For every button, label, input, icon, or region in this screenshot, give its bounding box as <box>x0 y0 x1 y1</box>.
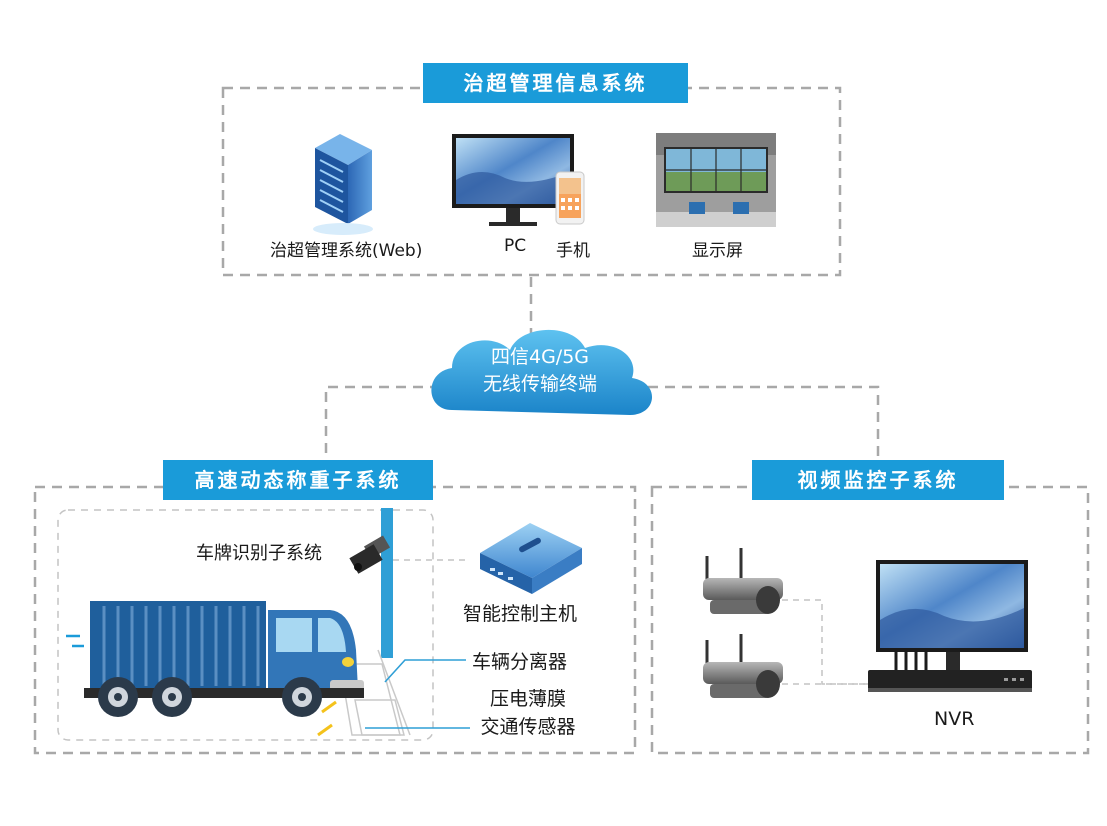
weighing-system-title: 高速动态称重子系统 <box>163 460 433 500</box>
monitor-icon <box>452 134 574 226</box>
network-line-2: 无线传输终端 <box>482 373 597 395</box>
network-terminal-label: 四信4G/5G 无线传输终端 <box>440 344 640 398</box>
phone-label: 手机 <box>556 241 590 261</box>
video-system-frame <box>650 485 1090 755</box>
bullet-camera-icon-1 <box>703 548 783 614</box>
cloud-icon <box>431 329 653 415</box>
smartphone-icon <box>555 171 585 225</box>
pc-label: PC <box>504 236 527 256</box>
callout-lines <box>365 659 470 729</box>
truck-icon <box>66 601 364 717</box>
sensor-hints <box>317 700 337 737</box>
road-sensor-lanes <box>339 649 411 736</box>
network-line-1: 四信4G/5G <box>490 346 590 368</box>
top-system-title: 治超管理信息系统 <box>423 63 688 103</box>
nvr-monitor-icon <box>876 560 1028 670</box>
server-icon <box>313 134 373 235</box>
camera-pole <box>381 508 393 658</box>
sensor-label-line-1: 压电薄膜 <box>489 688 566 710</box>
video-link-lines <box>782 599 870 685</box>
truck-wheels <box>98 677 322 717</box>
display-label: 显示屏 <box>692 241 743 261</box>
weighing-system-frame <box>33 485 637 755</box>
video-wall-icon <box>656 133 776 227</box>
plate-recognition-label: 车牌识别子系统 <box>196 543 322 564</box>
web-system-label: 治超管理系统(Web) <box>270 241 423 261</box>
sensor-label: 压电薄膜 交通传感器 <box>468 685 588 741</box>
plate-camera-icon <box>349 535 391 574</box>
network-lines <box>324 277 880 460</box>
nvr-device-icon <box>868 648 1032 692</box>
controller-host-icon <box>480 523 582 594</box>
bullet-camera-icon-2 <box>703 634 783 698</box>
weighing-inner-frame <box>57 509 434 741</box>
controller-label: 智能控制主机 <box>463 603 578 625</box>
nvr-label: NVR <box>934 708 975 730</box>
sensor-label-line-2: 交通传感器 <box>480 716 576 738</box>
video-system-title: 视频监控子系统 <box>752 460 1004 500</box>
separator-label: 车辆分离器 <box>472 651 568 673</box>
